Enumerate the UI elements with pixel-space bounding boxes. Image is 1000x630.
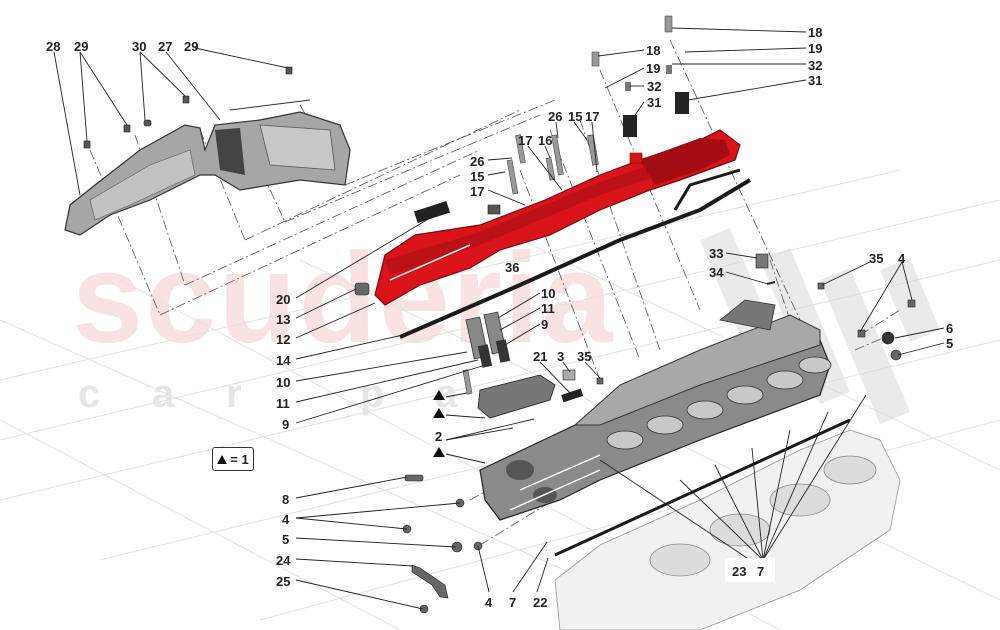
callout-label-8: 8 (282, 492, 290, 507)
callout-label-7: 7 (757, 564, 765, 579)
triangle-marker-icon (433, 408, 445, 418)
vvt-solenoids (462, 311, 556, 419)
callout-label-26: 26 (548, 109, 563, 124)
callout-backdrop (725, 558, 775, 582)
cover-small-parts (354, 15, 689, 296)
callout-label-20: 20 (276, 292, 291, 307)
triangle-marker-icon (433, 447, 445, 457)
callout-label-35: 35 (869, 251, 884, 266)
callout-label-16: 16 (538, 133, 553, 148)
callout-label-18: 18 (808, 25, 823, 40)
watermark-letter: a (152, 372, 175, 416)
callout-label-11: 11 (541, 301, 555, 316)
callout-label-11: 11 (276, 396, 290, 411)
callout-label-17: 17 (470, 184, 485, 199)
callout-label-17: 17 (518, 133, 533, 148)
callout-label-4: 4 (282, 512, 290, 527)
callout-label-35: 35 (577, 349, 592, 364)
callout-label-33: 33 (709, 246, 724, 261)
legend-box: = 1 (212, 447, 254, 471)
callout-label-31: 31 (808, 73, 823, 88)
cylinder-head (479, 299, 832, 521)
callout-label-10: 10 (541, 286, 556, 301)
callout-label-4: 4 (898, 251, 906, 266)
triangle-legend-icon (217, 454, 228, 464)
legend-text: = 1 (230, 451, 249, 467)
leader-lines (53, 27, 945, 610)
callout-label-13: 13 (276, 312, 291, 327)
head-gasket (554, 418, 851, 557)
callout-label-17: 17 (585, 109, 600, 124)
callout-label-18: 18 (646, 43, 661, 58)
engine-block (554, 429, 901, 630)
callout-label-23: 23 (732, 564, 747, 579)
callout-label-29: 29 (184, 39, 199, 54)
callout-label-7: 7 (509, 595, 517, 610)
callout-label-36: 36 (505, 260, 520, 275)
callout-label-25: 25 (276, 574, 291, 589)
callout-label-15: 15 (470, 169, 485, 184)
callout-label-5: 5 (946, 336, 954, 351)
callout-label-24: 24 (276, 553, 291, 568)
triangle-marker-icon (433, 390, 445, 400)
callout-label-22: 22 (533, 595, 548, 610)
callout-label-3: 3 (557, 349, 565, 364)
callout-label-15: 15 (568, 109, 583, 124)
callout-label-9: 9 (541, 317, 549, 332)
callout-label-14: 14 (276, 353, 291, 368)
heat-shield (64, 99, 351, 236)
callout-label-12: 12 (276, 332, 291, 347)
callout-label-9: 9 (282, 417, 290, 432)
callout-label-34: 34 (709, 265, 724, 280)
callout-label-10: 10 (276, 375, 291, 390)
callout-label-21: 21 (533, 349, 548, 364)
callout-label-19: 19 (646, 61, 661, 76)
callout-label-5: 5 (282, 532, 290, 547)
valve-cover (374, 129, 741, 306)
watermark-scuderia: scuderia (72, 227, 615, 370)
callout-label-30: 30 (132, 39, 147, 54)
watermark-letter: c (78, 372, 101, 416)
callout-label-32: 32 (808, 58, 823, 73)
callout-label-32: 32 (647, 79, 662, 94)
callout-label-2: 2 (435, 429, 443, 444)
callout-label-28: 28 (46, 39, 61, 54)
callout-label-19: 19 (808, 41, 823, 56)
watermark-letter: a (435, 372, 458, 416)
callout-label-27: 27 (158, 39, 173, 54)
valve-cover-gasket (399, 168, 752, 339)
heat-shield-bolts (83, 66, 293, 149)
callout-label-29: 29 (74, 39, 89, 54)
callout-label-31: 31 (647, 95, 662, 110)
callout-label-4: 4 (485, 595, 493, 610)
callout-label-26: 26 (470, 154, 485, 169)
callout-label-6: 6 (946, 321, 954, 336)
misc-hardware (402, 253, 916, 614)
